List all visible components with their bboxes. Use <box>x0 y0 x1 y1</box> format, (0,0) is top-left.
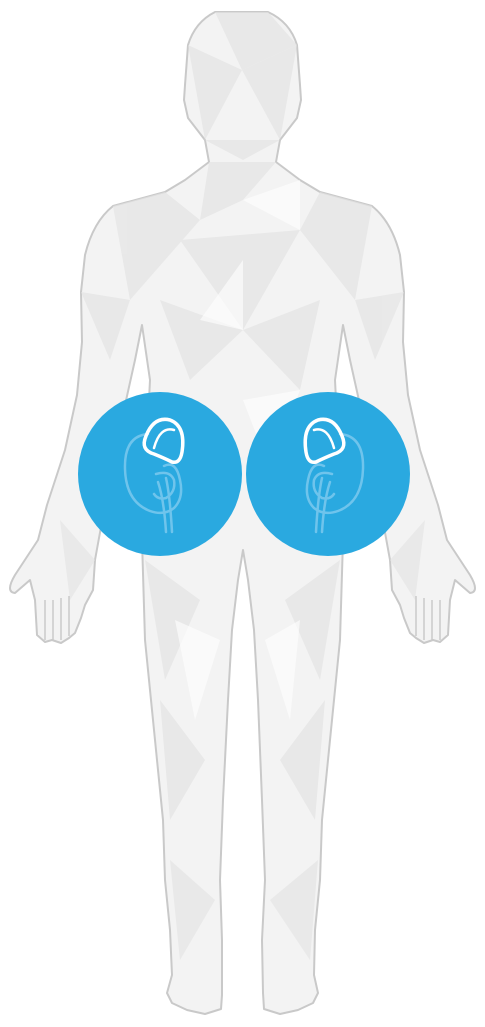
human-body-silhouette-icon <box>10 12 475 1014</box>
right-adrenal-marker[interactable] <box>246 392 410 556</box>
left-adrenal-marker[interactable] <box>78 392 242 556</box>
finger-lines <box>45 596 440 640</box>
